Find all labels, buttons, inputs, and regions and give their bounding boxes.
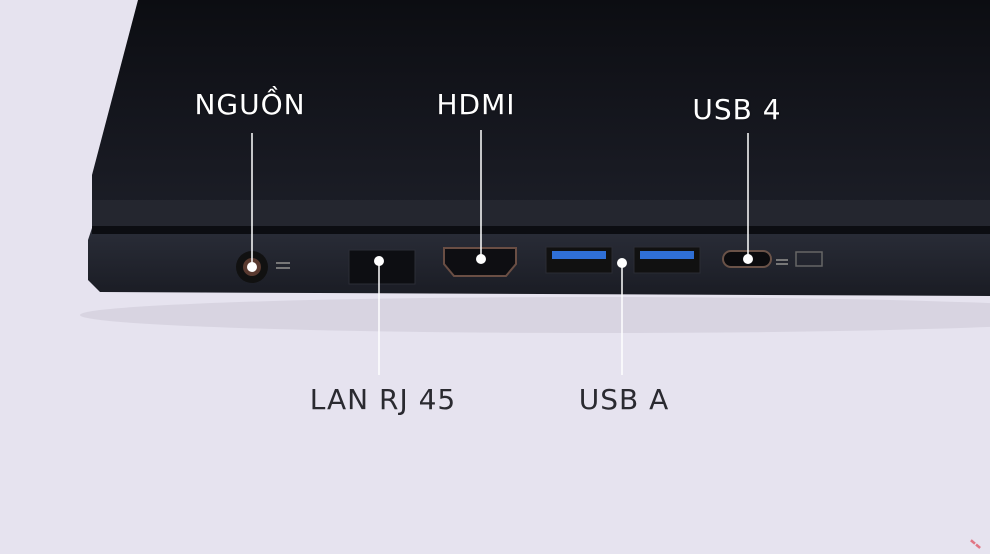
- laptop-lid: [92, 0, 990, 206]
- lan-port: [348, 249, 416, 285]
- callout-lines: [251, 130, 749, 375]
- label-hdmi: HDMI: [436, 88, 516, 121]
- usb-a-port-2: [633, 246, 701, 274]
- usb-a-port-1: [545, 246, 613, 274]
- laptop-base: [88, 228, 990, 296]
- callout-dots: [247, 254, 753, 272]
- label-usba: USB A: [578, 383, 670, 416]
- label-usb4: USB 4: [692, 93, 782, 126]
- laptop-lid-edge: [92, 200, 990, 226]
- label-power: NGUỒN: [194, 88, 306, 121]
- label-lan: LAN RJ 45: [309, 383, 457, 416]
